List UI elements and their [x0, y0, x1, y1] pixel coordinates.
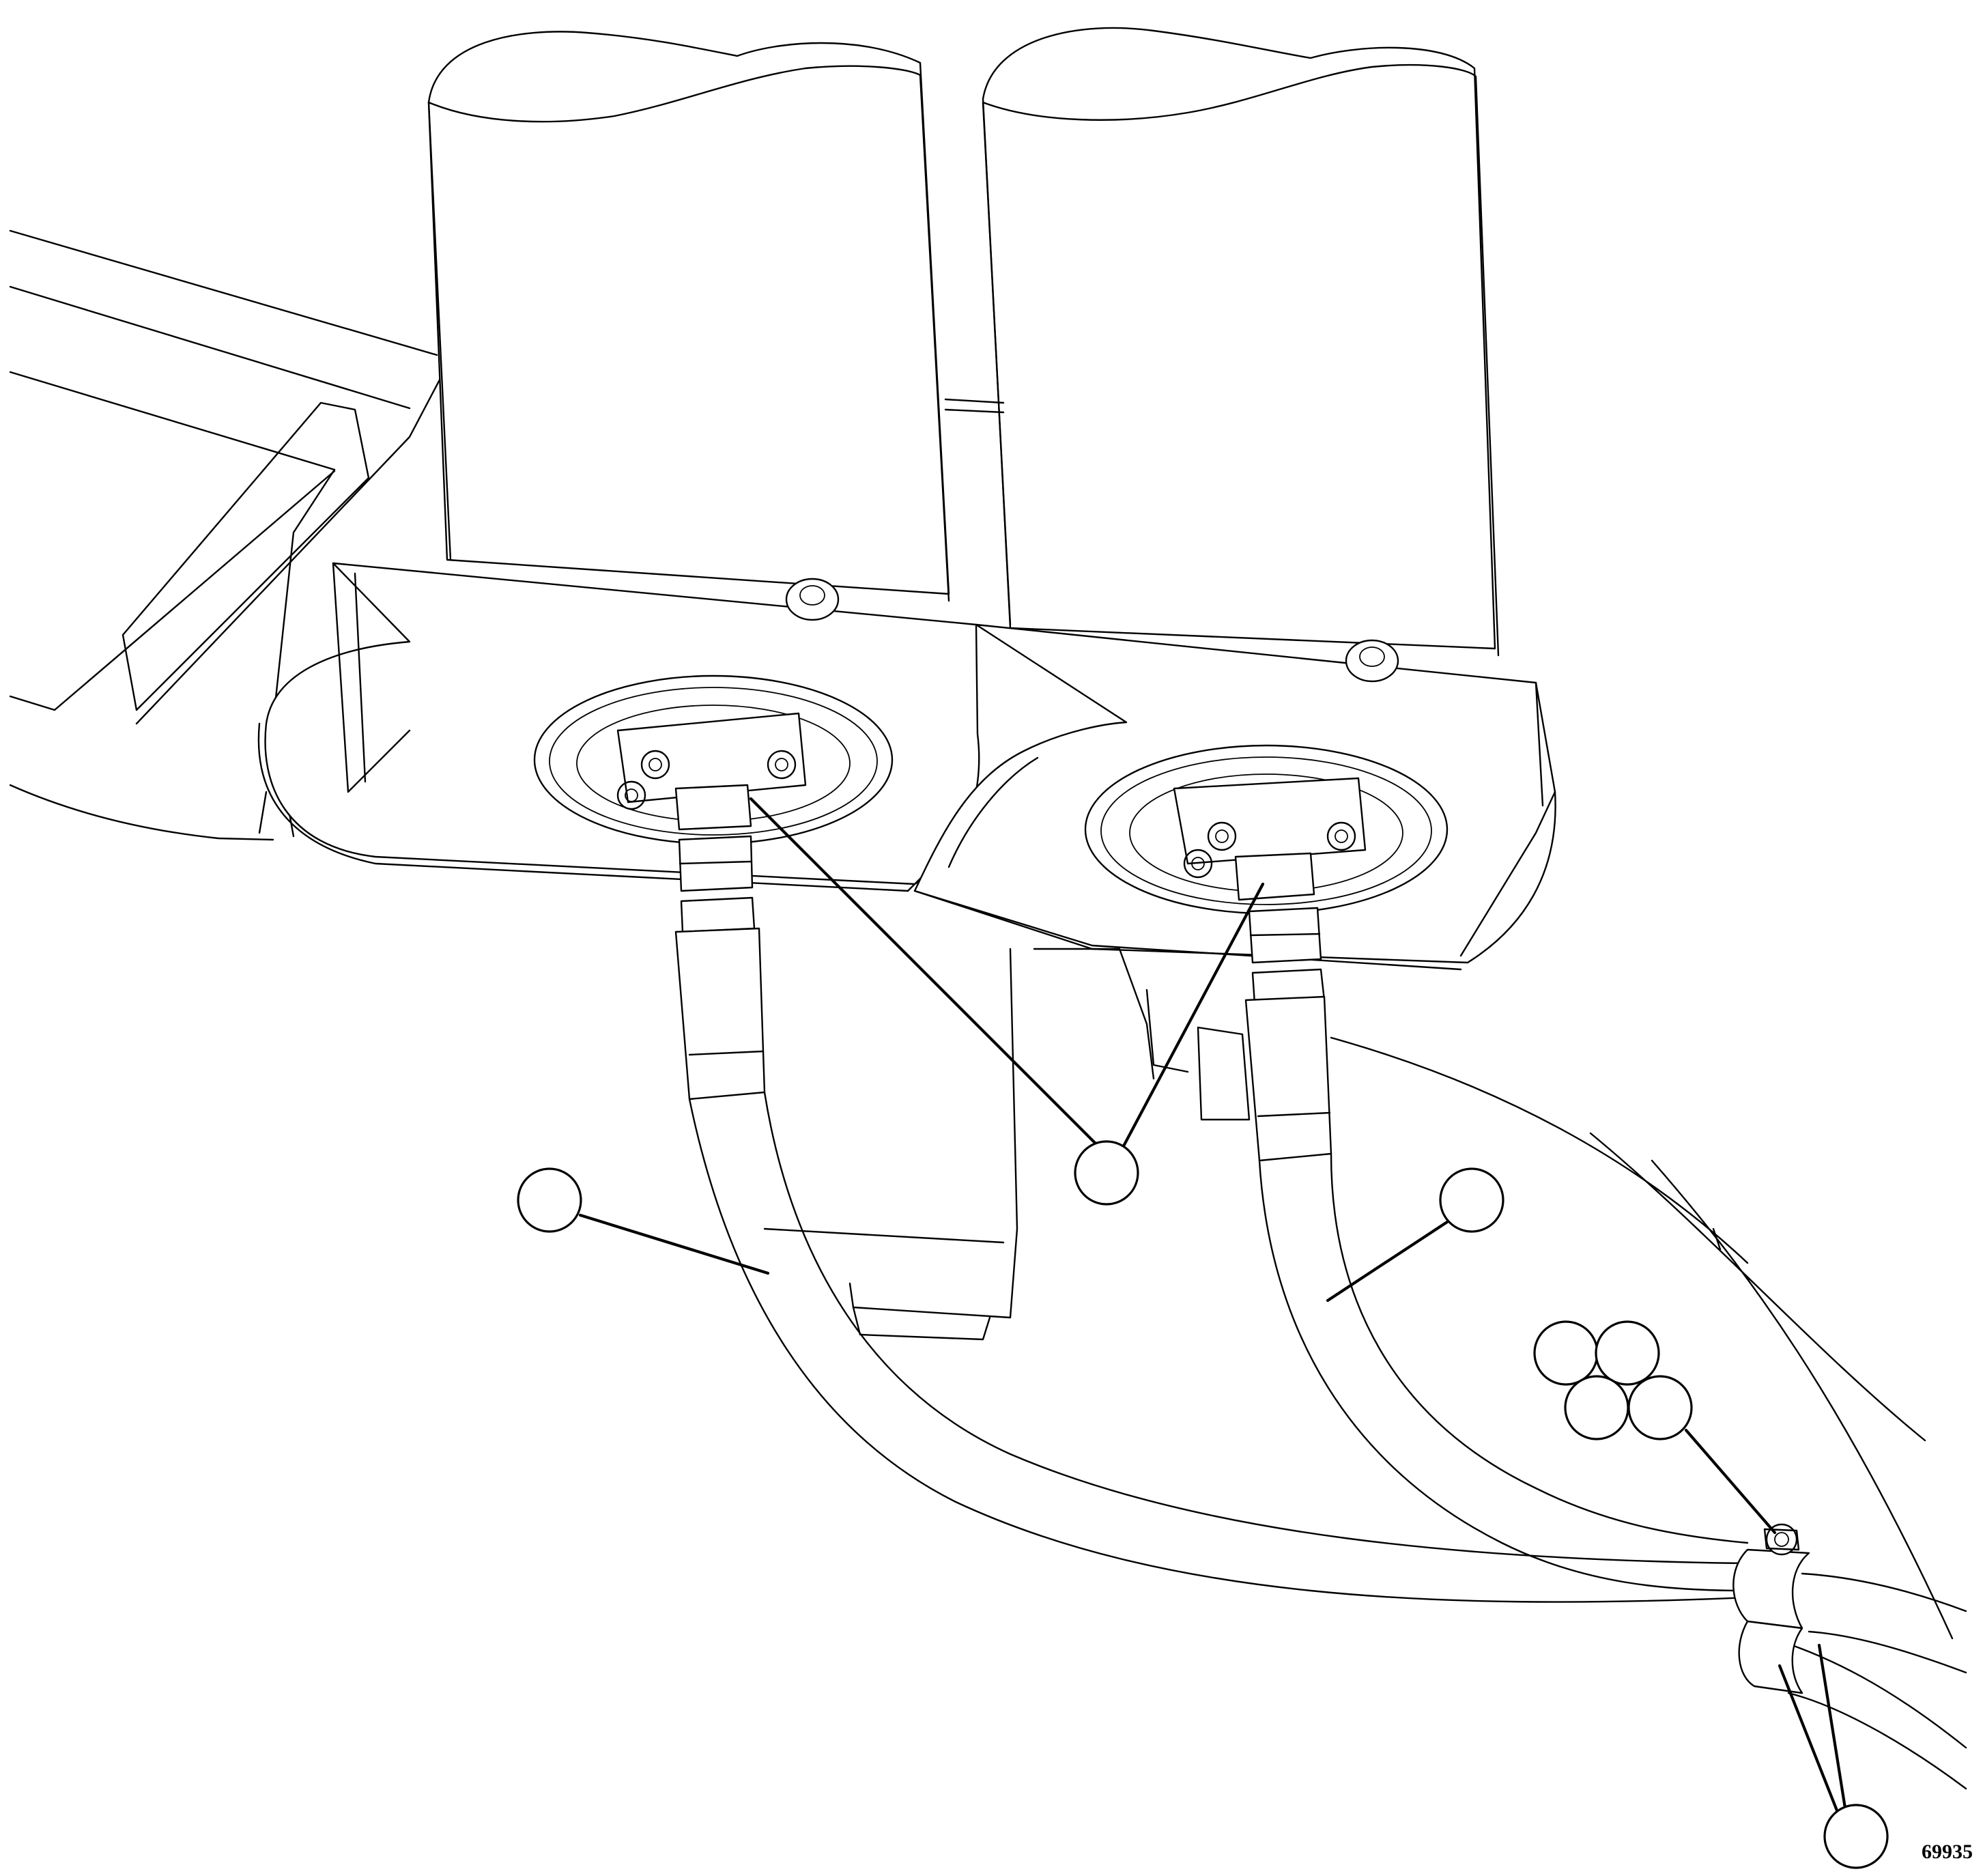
left-fitting — [616, 712, 807, 1100]
callout-right-hose — [1439, 1167, 1504, 1233]
lower-housing — [763, 948, 1954, 1640]
right-motor — [944, 27, 1500, 657]
hoses — [688, 1091, 1967, 1790]
callout-cluster-c — [1564, 1375, 1629, 1440]
right-fitting — [1173, 777, 1367, 1162]
callouts — [517, 1140, 1889, 1869]
frame-rails — [9, 229, 445, 841]
callout-fittings — [1074, 1140, 1139, 1206]
leader-lines — [578, 797, 1853, 1849]
hose-clamps — [1732, 1523, 1810, 1694]
callout-cluster-b — [1595, 1320, 1660, 1386]
left-bracket — [257, 562, 980, 892]
bolt-bosses — [785, 578, 1399, 683]
callout-clamps — [1823, 1804, 1889, 1869]
callout-cluster-a — [1533, 1320, 1599, 1386]
callout-cluster-d — [1627, 1375, 1693, 1440]
callout-left-hose — [517, 1167, 582, 1233]
left-motor — [427, 31, 950, 602]
figure-number: 69935 — [1922, 1841, 1973, 1863]
